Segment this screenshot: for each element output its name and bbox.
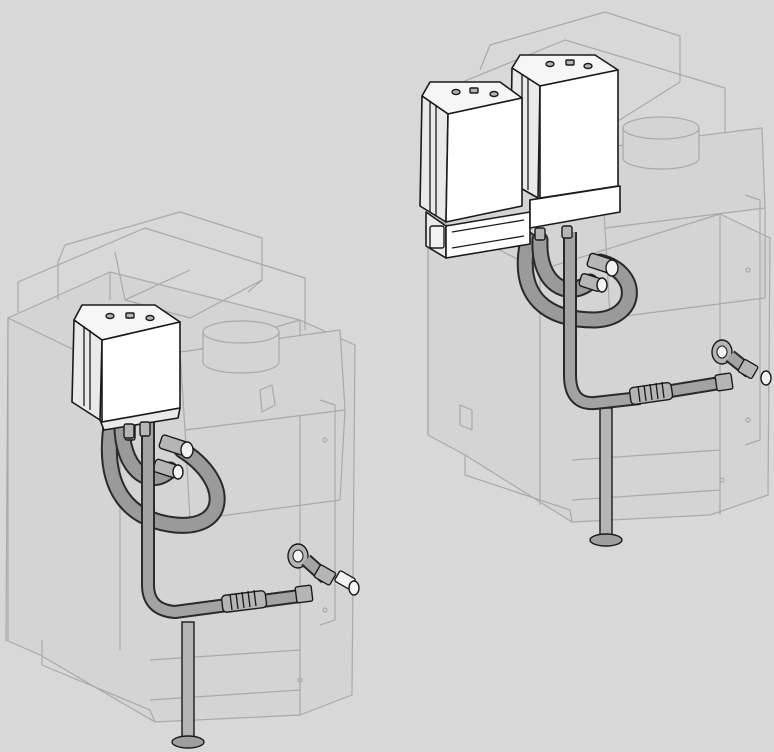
left-supply-line	[141, 410, 301, 619]
right-valve-block	[425, 185, 621, 259]
right-air-duct	[622, 116, 700, 170]
left-braided-connector	[220, 584, 314, 613]
right-burner-assembly	[419, 11, 772, 547]
left-support-post	[171, 621, 205, 749]
right-pump-module-front	[419, 81, 523, 223]
right-nozzle-connection	[711, 339, 772, 386]
left-pump-module	[71, 304, 181, 439]
left-nozzle-connection	[287, 543, 360, 596]
right-supply-line	[563, 232, 722, 411]
right-hose-fittings	[578, 252, 619, 293]
left-burner-assembly	[5, 211, 360, 749]
right-support-post	[589, 407, 623, 547]
left-air-duct	[202, 320, 280, 374]
right-braided-connector	[628, 372, 734, 406]
